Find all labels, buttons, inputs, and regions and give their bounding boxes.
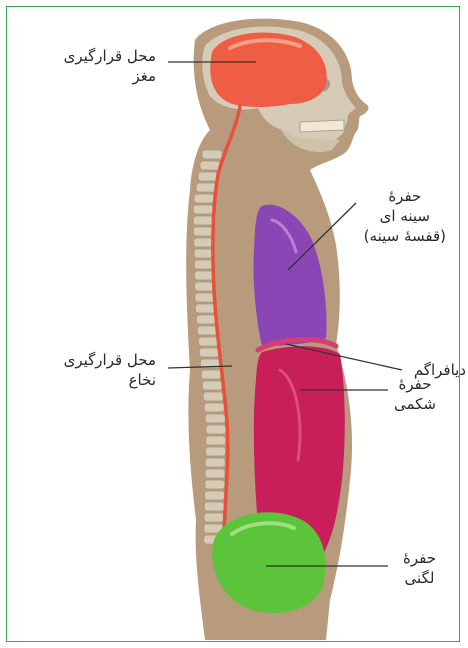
vertebra xyxy=(205,414,225,423)
label-pelvic-cavity: حفرهٔ لگنی xyxy=(403,548,436,588)
vertebra xyxy=(197,326,217,335)
label-abdominal-cavity: حفرهٔ شکمی xyxy=(394,374,436,414)
vertebra xyxy=(202,150,222,159)
vertebra xyxy=(204,513,224,522)
vertebra xyxy=(201,370,221,379)
vertebra xyxy=(202,381,222,390)
vertebra xyxy=(205,491,225,500)
vertebra xyxy=(193,216,213,225)
label-thoracic-line2: سینه ای xyxy=(364,206,446,226)
label-brain-line2: مغز xyxy=(64,66,156,86)
vertebra xyxy=(194,227,214,236)
label-brain-location: محل قرارگیری مغز xyxy=(64,46,156,86)
teeth xyxy=(300,120,344,132)
label-spinal-line1: محل قرارگیری xyxy=(64,350,156,370)
vertebra xyxy=(194,194,214,203)
vertebra xyxy=(198,337,218,346)
label-thoracic-cavity: حفرهٔ سینه ای (قفسهٔ سینه) xyxy=(364,186,446,246)
label-spinal-cord-location: محل قرارگیری نخاع xyxy=(64,350,156,390)
vertebra xyxy=(194,260,214,269)
vertebra xyxy=(196,315,216,324)
vertebra xyxy=(193,205,213,214)
vertebra xyxy=(205,480,225,489)
vertebra xyxy=(203,392,223,401)
label-pelvic-line1: حفرهٔ xyxy=(403,548,436,568)
label-pelvic-line2: لگنی xyxy=(403,568,436,588)
vertebra xyxy=(196,183,216,192)
label-abdominal-line1: حفرهٔ xyxy=(394,374,436,394)
vertebra xyxy=(204,403,224,412)
vertebra xyxy=(206,425,226,434)
label-spinal-line2: نخاع xyxy=(64,370,156,390)
vertebra xyxy=(205,458,225,467)
vertebra xyxy=(206,436,226,445)
vertebra xyxy=(195,282,215,291)
vertebra xyxy=(204,502,224,511)
vertebra xyxy=(195,304,215,313)
vertebra xyxy=(194,238,214,247)
label-brain-line1: محل قرارگیری xyxy=(64,46,156,66)
vertebra xyxy=(194,271,214,280)
vertebra xyxy=(205,469,225,478)
vertebra xyxy=(195,293,215,302)
vertebra xyxy=(205,447,225,456)
label-thoracic-line3: (قفسهٔ سینه) xyxy=(364,226,446,246)
vertebra xyxy=(199,348,219,357)
vertebra xyxy=(200,161,220,170)
vertebra xyxy=(194,249,214,258)
label-abdominal-line2: شکمی xyxy=(394,394,436,414)
label-thoracic-line1: حفرهٔ xyxy=(364,186,446,206)
vertebra xyxy=(198,172,218,181)
